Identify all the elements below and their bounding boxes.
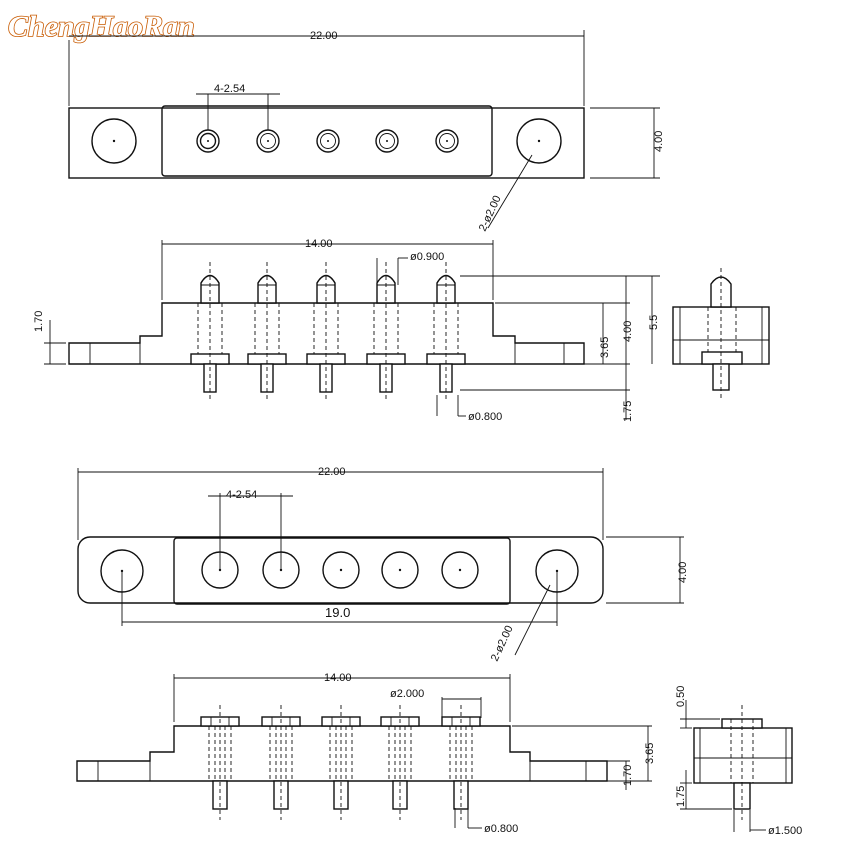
side1-body-height-label: 3.65 bbox=[599, 337, 611, 358]
top2-pitch-label: 4-2.54 bbox=[226, 489, 257, 501]
side-view-1: 14.00 ø0.900 ø0.800 3.65 4.00 5.5 1.75 1… bbox=[33, 238, 660, 423]
top1-height-label: 4.00 bbox=[653, 131, 665, 152]
end-view-1 bbox=[672, 268, 770, 400]
top2-mount-label: 2-ø2.00 bbox=[489, 624, 516, 663]
side2-body-height-label: 3.65 bbox=[644, 743, 656, 764]
flat-pin bbox=[380, 705, 420, 820]
pogo-pin bbox=[426, 262, 466, 402]
side2-pin-bottom-label: ø0.800 bbox=[484, 823, 518, 835]
end2-tail-label: 1.75 bbox=[675, 786, 687, 807]
flat-pin bbox=[321, 705, 361, 820]
side2-pad-label: ø2.000 bbox=[390, 688, 424, 700]
end-view-2: 0.50 1.75 ø1.500 bbox=[675, 686, 802, 837]
end2-tail-dia-label: ø1.500 bbox=[768, 825, 802, 837]
pogo-pin bbox=[247, 262, 287, 402]
top-view-1: 22.00 4-2.54 4.00 2-ø2.00 bbox=[68, 30, 665, 233]
top2-width-label: 22.00 bbox=[318, 466, 346, 478]
side2-length-label: 14.00 bbox=[324, 672, 352, 684]
flat-pin bbox=[200, 705, 240, 820]
end2-top-label: 0.50 bbox=[675, 686, 687, 707]
pad-hole bbox=[381, 551, 419, 589]
side1-pin-height-label: 4.00 bbox=[622, 321, 634, 342]
top1-mount-label: 2-ø2.00 bbox=[477, 194, 504, 233]
top2-height-label: 4.00 bbox=[677, 562, 689, 583]
pin-hole bbox=[375, 129, 399, 153]
top2-hole-span-label: 19.0 bbox=[325, 605, 350, 620]
top1-pitch-label: 4-2.54 bbox=[214, 83, 245, 95]
side1-pin-top-label: ø0.900 bbox=[410, 251, 444, 263]
pogo-pin bbox=[306, 262, 346, 402]
side1-tail-label: 1.75 bbox=[622, 401, 634, 422]
side2-flange-label: 1.70 bbox=[622, 765, 634, 786]
pin-hole bbox=[435, 129, 459, 153]
top1-width-label: 22.00 bbox=[310, 30, 338, 42]
top-view-2: 22.00 4-2.54 4.00 19.0 2-ø2.00 bbox=[77, 466, 689, 663]
side1-pin-bottom-label: ø0.800 bbox=[468, 411, 502, 423]
pad-hole bbox=[322, 551, 360, 589]
flat-pin bbox=[441, 705, 481, 820]
pogo-pin bbox=[190, 262, 230, 402]
flat-pin bbox=[261, 705, 301, 820]
brand-logo: ChengHaoRan bbox=[8, 10, 195, 43]
side1-total-height-label: 5.5 bbox=[648, 315, 660, 330]
side1-flange-label: 1.70 bbox=[33, 311, 45, 332]
side1-length-label: 14.00 bbox=[305, 238, 333, 250]
pad-hole bbox=[441, 551, 479, 589]
pogo-pin bbox=[366, 262, 406, 402]
pin-hole bbox=[196, 129, 220, 153]
pin-hole bbox=[316, 129, 340, 153]
pin-hole bbox=[256, 129, 280, 153]
side-view-2: 14.00 ø2.000 ø0.800 1.70 3.65 bbox=[76, 672, 656, 835]
